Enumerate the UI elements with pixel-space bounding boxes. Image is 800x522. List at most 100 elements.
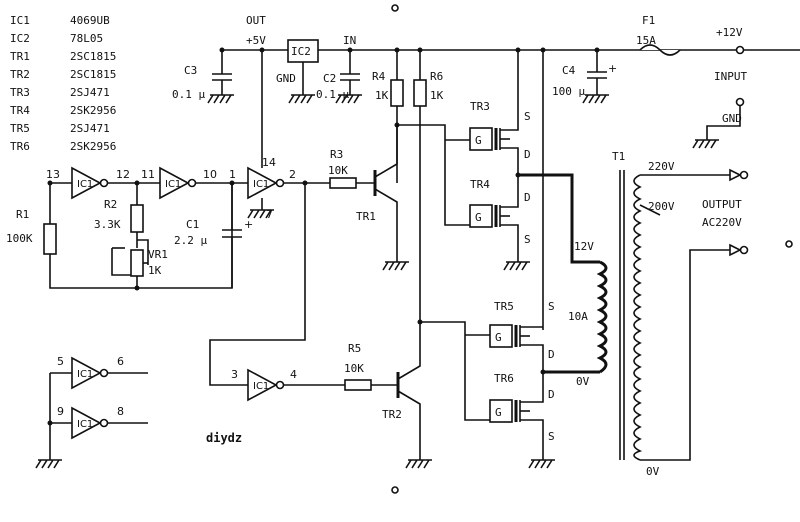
in-label: IN (343, 34, 356, 47)
ic1-b-label: IC1 (165, 179, 181, 190)
r3-label: R3 (330, 148, 343, 161)
pin7-label: 7 (266, 208, 273, 221)
tr6-d-label: D (548, 388, 555, 401)
parts-ref: IC1 (10, 14, 30, 27)
r5-label: R5 (348, 342, 361, 355)
inverter-ic1-b: IC1 (159, 166, 197, 200)
tr3-d-label: D (524, 148, 531, 161)
ic2-label: IC2 (291, 45, 311, 58)
mount-hole-top (391, 4, 399, 12)
r6-value: 1K (430, 89, 444, 102)
pin12-label: 12 (116, 168, 130, 181)
tr3-g-label: G (475, 134, 482, 147)
ground-icon (35, 459, 62, 469)
ground-icon (405, 459, 432, 469)
mosfet-tr6 (489, 372, 544, 460)
r4-label: R4 (372, 70, 386, 83)
tr6-label: TR6 (494, 372, 514, 385)
parts-value: 78L05 (70, 32, 103, 45)
ic1-d-label: IC1 (253, 381, 269, 392)
c3-value: 0.1 μ (172, 88, 205, 101)
c4-polarity: + (608, 62, 617, 75)
ground-icon (207, 94, 234, 104)
pin3-label: 3 (231, 368, 238, 381)
transistor-tr2 (396, 322, 421, 460)
ic2-gnd-label: GND (276, 72, 296, 85)
parts-ref: TR1 (10, 50, 30, 63)
capacitor-c1 (222, 183, 242, 288)
tr2-label: TR2 (382, 408, 402, 421)
c2-label: C2 (323, 72, 336, 85)
tr4-s-label: S (524, 233, 531, 246)
pin2-label: 2 (289, 168, 296, 181)
tr5-label: TR5 (494, 300, 514, 313)
inverter-ic1-c: IC1 (247, 166, 285, 200)
r6-label: R6 (430, 70, 443, 83)
pin1-label: 1 (229, 168, 236, 181)
plus5v-label: +5V (246, 34, 266, 47)
tr5-s-label: S (548, 300, 555, 313)
ground-icon (288, 94, 315, 104)
fuse-f1 (639, 44, 681, 56)
mount-hole-bottom (391, 486, 399, 494)
tr1-label: TR1 (356, 210, 376, 223)
resistor-r4 (390, 79, 404, 107)
pin9-label: 9 (57, 405, 64, 418)
mount-hole-right (785, 240, 793, 248)
r3-value: 10K (328, 164, 348, 177)
c1-label: C1 (186, 218, 199, 231)
tr5-d-label: D (548, 348, 555, 361)
tr4-d-label: D (524, 191, 531, 204)
pin14-label: 14 (262, 156, 276, 169)
r5-value: 10K (344, 362, 364, 375)
terminal-gnd (735, 97, 745, 107)
ground-icon (582, 94, 609, 104)
parts-ref: TR3 (10, 86, 30, 99)
mosfet-tr4 (469, 175, 519, 262)
c4-label: C4 (562, 64, 576, 77)
r2-label: R2 (104, 198, 117, 211)
parts-value: 4069UB (70, 14, 110, 27)
transformer-t1 (596, 170, 643, 461)
f1-value: 15A (636, 34, 656, 47)
inverter-ic1-f: IC1 (71, 406, 109, 440)
pin13-label: 13 (46, 168, 60, 181)
ground-icon (382, 261, 409, 271)
terminal-plus12v (735, 45, 745, 55)
parts-value: 2SC1815 (70, 68, 116, 81)
resistor-r1 (43, 223, 57, 255)
c3-label: C3 (184, 64, 197, 77)
ground-symbols-bottom (35, 209, 555, 469)
pin10-label: 10 (203, 168, 217, 181)
ic1-a-label: IC1 (77, 179, 93, 190)
a10-label: 10A (568, 310, 588, 323)
mosfet-tr5 (489, 324, 544, 372)
tr4-label: TR4 (470, 178, 490, 191)
r1-label: R1 (16, 208, 29, 221)
pin5-label: 5 (57, 355, 64, 368)
parts-value: 2SC1815 (70, 50, 116, 63)
credit-label: diydz (206, 431, 242, 445)
tr5-g-label: G (495, 331, 502, 344)
resistor-r3 (329, 177, 357, 189)
ground-icon (335, 94, 362, 104)
inverter-ic1-d: IC1 (247, 368, 285, 402)
tr4-g-label: G (475, 211, 482, 224)
capacitor-c3 (212, 50, 232, 95)
f1-label: F1 (642, 14, 655, 27)
inverter-ic1-e: IC1 (71, 356, 109, 390)
parts-ref: TR6 (10, 140, 30, 153)
resistor-r5 (344, 379, 372, 391)
v12-label: 12V (574, 240, 594, 253)
tr3-label: TR3 (470, 100, 490, 113)
input-label: INPUT (714, 70, 747, 83)
pin8-label: 8 (117, 405, 124, 418)
out-label: OUT (246, 14, 266, 27)
parts-value: 2SJ471 (70, 122, 110, 135)
parts-value: 2SK2956 (70, 140, 116, 153)
r2-value: 3.3K (94, 218, 121, 231)
r1-value: 100K (6, 232, 33, 245)
